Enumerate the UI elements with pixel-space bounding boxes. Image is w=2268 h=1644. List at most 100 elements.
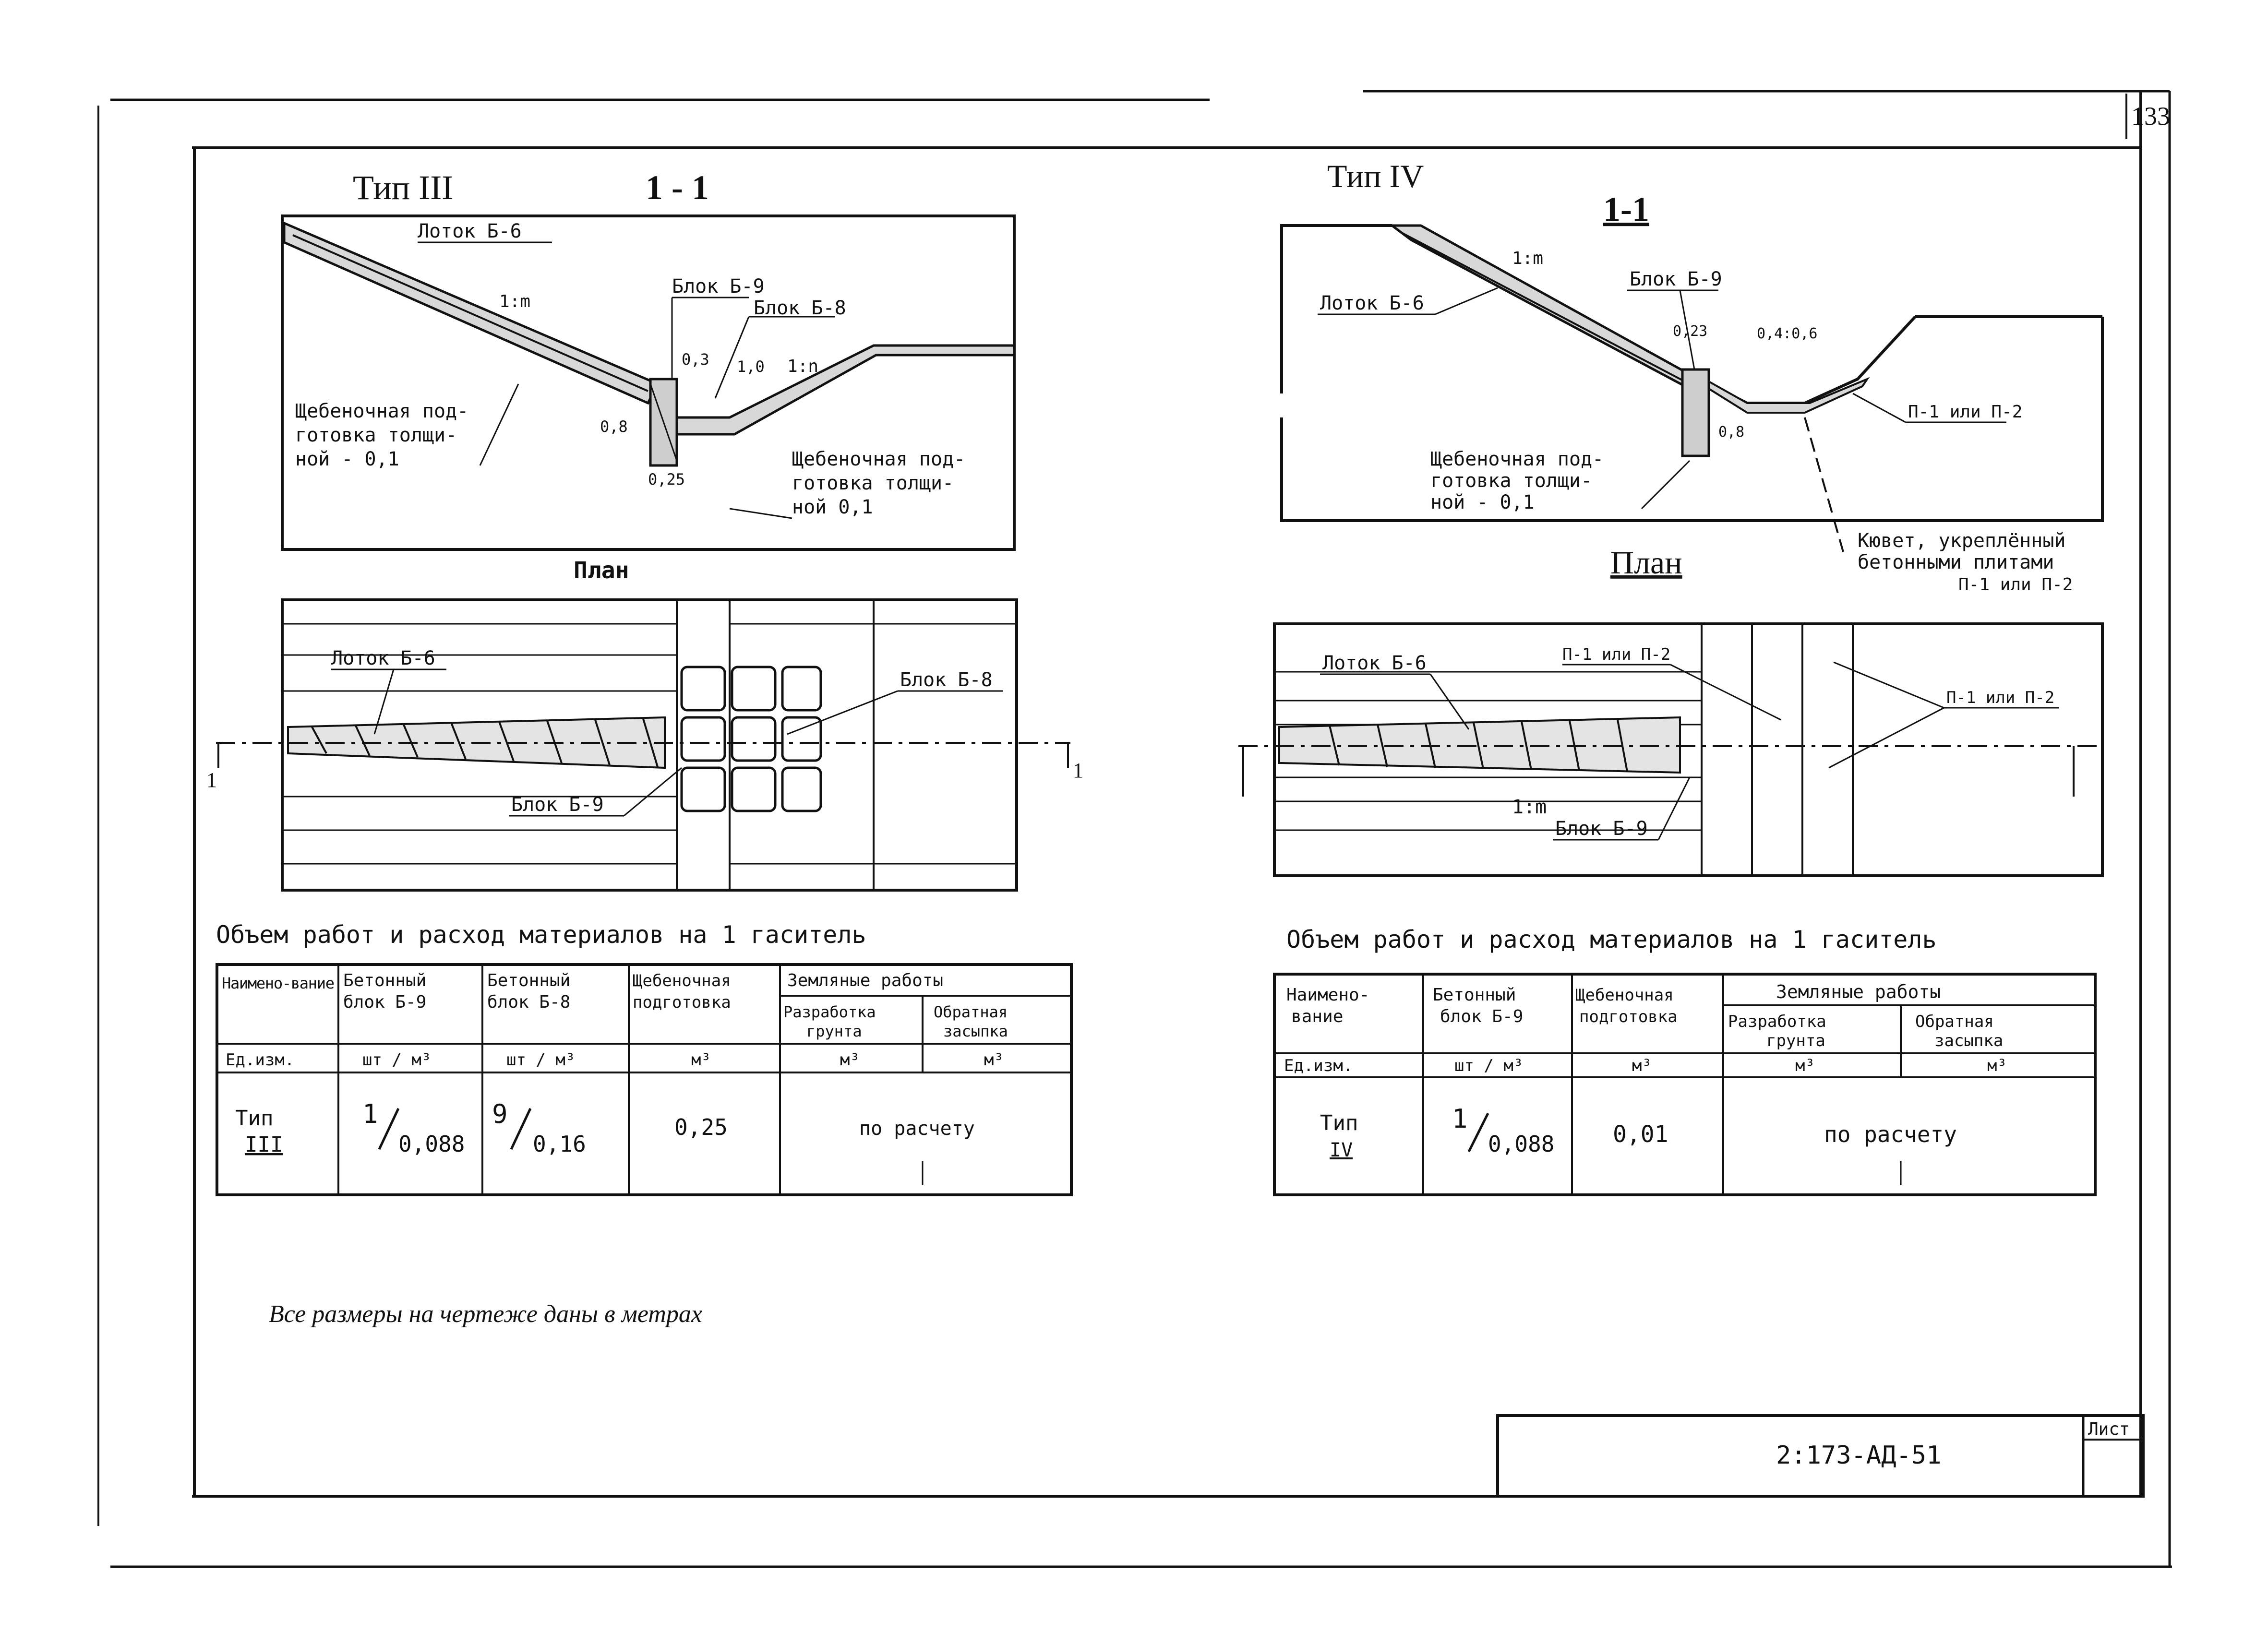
right-section-title: 1-1 — [1603, 190, 1649, 228]
right-th-b9-line2: блок Б-9 — [1440, 1007, 1523, 1026]
left-label-dim-08: 0,8 — [600, 417, 628, 436]
right-ditch-line3: П-1 или П-2 — [1958, 575, 2073, 595]
left-row-b8-den: 0,16 — [533, 1131, 586, 1157]
left-section-mark-1: 1 — [206, 768, 217, 792]
right-gravel-line1: Щебеночная под- — [1430, 448, 1604, 470]
left-th-b9-line1: Бетонный — [343, 971, 426, 990]
left-row-b8-num: 9 — [492, 1099, 508, 1129]
left-section-title: 1 - 1 — [646, 168, 709, 207]
right-plan-title: План — [1610, 544, 1682, 581]
right-th-dig-line2: грунта — [1766, 1031, 1825, 1050]
left-table-title: Объем работ и расход материалов на 1 гас… — [216, 921, 866, 949]
left-label-lotok: Лоток Б-6 — [418, 220, 522, 242]
left-unit-gravel: м³ — [691, 1050, 711, 1070]
sheet-frame — [97, 90, 2172, 1568]
left-label-slope1: 1:m — [499, 292, 530, 311]
right-th-fill-line1: Обратная — [1915, 1012, 1994, 1031]
right-label-lotok: Лоток Б-6 — [1320, 292, 1424, 314]
right-label-dim-023: 0,23 — [1673, 323, 1707, 340]
right-label-dim-08: 0,8 — [1718, 424, 1744, 441]
right-gravel-line2: готовка толщи- — [1430, 470, 1592, 492]
left-gravel1-line1: Щебеночная под- — [295, 400, 468, 422]
right-th-name-line2: вание — [1291, 1007, 1343, 1026]
sheet-label: Лист — [2088, 1419, 2130, 1439]
left-type-title: Тип III — [353, 168, 453, 207]
left-section-mark-2: 1 — [1073, 759, 1083, 782]
right-row-name-line1: Тип — [1320, 1111, 1358, 1135]
left-label-dim-10: 1,0 — [737, 357, 765, 376]
right-label-slope: 1:m — [1512, 249, 1543, 268]
right-row-name-line2: IV — [1330, 1139, 1353, 1161]
right-ditch-line2: бетонными плитами — [1858, 551, 2054, 573]
right-section-drawing — [1280, 224, 2104, 552]
right-unit-fill: м³ — [1987, 1056, 2007, 1075]
right-type-title: Тип IV — [1327, 158, 1424, 194]
right-th-dig-line1: Разработка — [1728, 1012, 1826, 1031]
left-unit-dig: м³ — [840, 1050, 860, 1070]
left-row-name-line1: Тип — [235, 1106, 273, 1131]
left-gravel2-line1: Щебеночная под- — [792, 448, 965, 470]
right-plan-label-blok9: Блок Б-9 — [1555, 818, 1648, 840]
left-th-earthworks: Земляные работы — [787, 971, 943, 990]
right-unit-dig: м³ — [1795, 1056, 1815, 1075]
left-quantities-table — [216, 963, 1073, 1196]
right-th-gravel-line1: Щебеночная — [1575, 986, 1674, 1005]
right-th-fill-line2: засыпка — [1934, 1031, 2003, 1050]
left-plan-label-blok9: Блок Б-9 — [511, 794, 604, 816]
right-plan-label-lotok: Лоток Б-6 — [1322, 652, 1427, 674]
left-plan-label-lotok: Лоток Б-6 — [331, 647, 435, 669]
left-unit-fill: м³ — [984, 1050, 1004, 1070]
left-unit-b9: шт / м³ — [362, 1050, 431, 1070]
right-unit-name: Ед.изм. — [1284, 1056, 1353, 1075]
right-row-b9-den: 0,088 — [1488, 1131, 1554, 1157]
right-label-plates: П-1 или П-2 — [1908, 402, 2022, 422]
left-th-b8-line1: Бетонный — [487, 971, 570, 990]
left-gravel2-line3: ной 0,1 — [792, 496, 873, 518]
right-th-gravel-line2: подготовка — [1579, 1007, 1678, 1026]
right-row-gravel: 0,01 — [1613, 1121, 1668, 1148]
left-unit-name: Ед.изм. — [226, 1050, 294, 1070]
left-th-fill-line1: Обратная — [934, 1003, 1008, 1021]
left-gravel2-line2: готовка толщи- — [792, 472, 954, 494]
left-gravel1-line3: ной - 0,1 — [295, 448, 399, 470]
left-plan-drawing — [216, 598, 1070, 892]
right-quantities-table — [1273, 973, 2097, 1196]
left-th-gravel-line2: подготовка — [633, 993, 731, 1012]
left-label-dim-025: 0,25 — [648, 470, 685, 488]
right-unit-gravel: м³ — [1632, 1056, 1652, 1075]
left-row-gravel: 0,25 — [674, 1114, 728, 1140]
right-th-name-line1: Наимено- — [1286, 985, 1369, 1005]
right-plan-label-slope: 1:m — [1512, 796, 1547, 818]
left-th-name: Наимено-вание — [222, 974, 335, 992]
left-th-fill-line2: засыпка — [943, 1022, 1008, 1040]
left-label-slope2: 1:n — [787, 357, 818, 376]
left-label-blok9: Блок Б-9 — [672, 275, 765, 298]
left-th-dig-line2: грунта — [806, 1022, 862, 1040]
right-label-blok9: Блок Б-9 — [1630, 268, 1722, 290]
right-th-b9-line1: Бетонный — [1433, 985, 1516, 1005]
right-row-earthworks: по расчету — [1824, 1121, 1957, 1147]
dimensions-note: Все размеры на чертеже даны в метрах — [269, 1300, 702, 1328]
right-th-earthworks: Земляные работы — [1776, 981, 1941, 1002]
left-th-dig-line1: Разработка — [783, 1003, 876, 1021]
title-block — [1496, 1414, 2145, 1498]
right-gravel-line3: ной - 0,1 — [1430, 491, 1535, 513]
left-unit-b8: шт / м³ — [506, 1050, 575, 1070]
left-row-b9-den: 0,088 — [398, 1131, 465, 1157]
left-plan-label-blok8: Блок Б-8 — [900, 669, 993, 691]
left-th-b8-line2: блок Б-8 — [487, 992, 570, 1012]
right-plan-label-plates1: П-1 или П-2 — [1562, 645, 1670, 664]
right-plan-label-plates2: П-1 или П-2 — [1946, 688, 2054, 707]
right-table-title: Объем работ и расход материалов на 1 гас… — [1286, 926, 1937, 953]
right-label-dim-0406: 0,4:0,6 — [1757, 325, 1817, 342]
right-ditch-line1: Кювет, укреплённый — [1858, 530, 2065, 552]
left-th-gravel-line1: Щебеночная — [633, 971, 731, 990]
left-row-name-line2: III — [245, 1132, 283, 1157]
right-unit-b9: шт / м³ — [1454, 1056, 1523, 1075]
right-plan-drawing — [1238, 622, 2104, 877]
left-gravel1-line2: готовка толщи- — [295, 424, 457, 446]
left-section-drawing — [281, 214, 1016, 551]
left-th-b9-line2: блок Б-9 — [343, 992, 426, 1012]
right-row-b9-num: 1 — [1452, 1104, 1468, 1134]
